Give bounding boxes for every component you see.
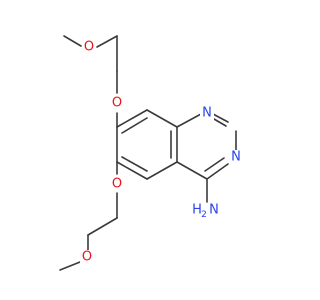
atom-o-methoxy-bottom: O <box>82 250 92 265</box>
bond-pyr-4 <box>206 163 229 180</box>
atom-n-ring-top: N <box>202 106 212 121</box>
molecule-structure: O O O O N N H 2 N <box>59 35 243 271</box>
bond-ring-5 <box>116 161 148 180</box>
bond-pyr-1 <box>176 113 202 128</box>
atom-layer: O O O O N N H 2 N <box>80 40 243 265</box>
atom-o-methoxy-top: O <box>84 40 94 55</box>
bond-pyr-2 <box>212 113 229 123</box>
bond-o-ch2-top <box>96 35 118 48</box>
bond-ring-5-inner <box>121 156 148 172</box>
bond-methyl-o-top <box>63 35 82 47</box>
bond-ch2-ch2-bottom <box>87 217 118 236</box>
bond-layer <box>59 35 237 271</box>
bond-ring-1-inner <box>121 117 148 134</box>
bond-pyr-2-inner <box>213 118 227 127</box>
bond-pyr-4-inner <box>204 157 225 172</box>
bond-o-methyl-bottom <box>59 261 81 271</box>
atom-o-ether-top: O <box>112 96 122 111</box>
atom-amine-n: N <box>209 203 219 218</box>
atom-amine-h: H <box>192 203 202 218</box>
atom-o-ether-bottom: O <box>112 177 122 192</box>
atom-n-ring-right: N <box>231 150 241 165</box>
bond-pyr-5 <box>176 161 208 180</box>
bond-ring-2 <box>146 109 178 128</box>
bond-ring-4 <box>146 161 178 180</box>
atom-amine-h-subscript: 2 <box>201 210 207 220</box>
bond-ring-1 <box>116 109 148 128</box>
